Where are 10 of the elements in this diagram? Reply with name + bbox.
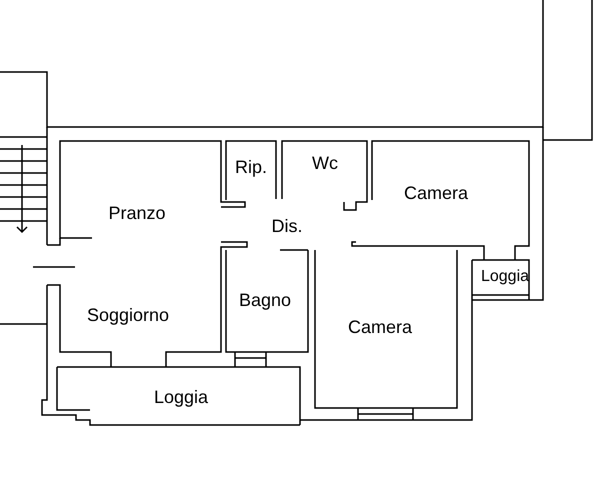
room-label: Camera [348, 318, 412, 336]
room-label: Rip. [235, 158, 267, 176]
room-label: Dis. [272, 217, 302, 235]
room-label: Wc [312, 154, 338, 172]
room-label: Loggia [154, 388, 208, 406]
room-label: Soggiorno [86, 306, 170, 324]
room-label: Loggia [480, 269, 530, 285]
room-label: Camera [404, 184, 468, 202]
room-label: Pranzo [108, 204, 166, 222]
room-label: Bagno [238, 291, 292, 309]
